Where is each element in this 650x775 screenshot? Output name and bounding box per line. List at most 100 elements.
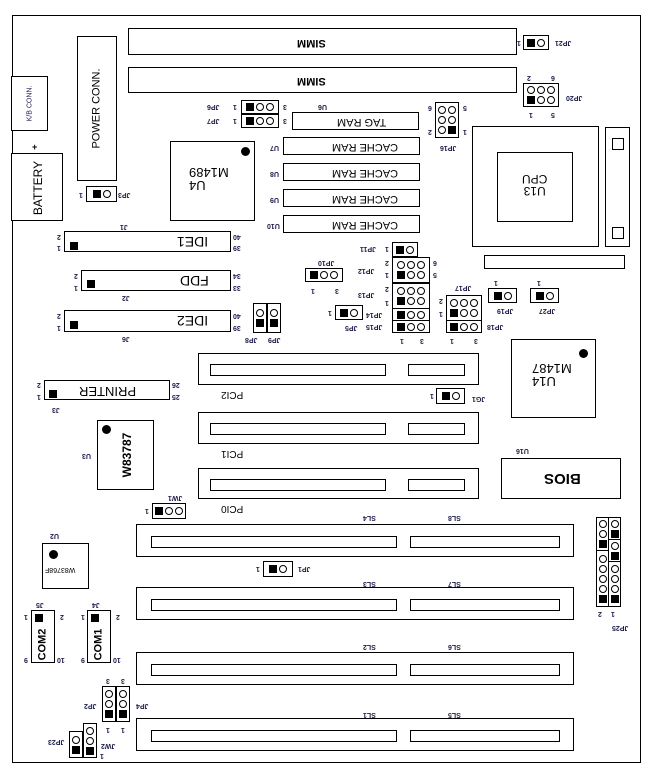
header-label: COM1 <box>92 628 105 661</box>
pin1-square <box>527 38 535 47</box>
jumper-jg1[interactable] <box>436 388 465 404</box>
slot-label: SL7 <box>448 580 461 587</box>
pin-label: 1 <box>439 310 443 317</box>
jumper-jp5[interactable] <box>335 305 363 320</box>
pin-row <box>72 745 80 754</box>
jumper-label: JP3 <box>118 191 131 198</box>
pin-label: 1 <box>311 287 315 294</box>
jumper-jp9[interactable] <box>267 303 281 333</box>
pin-row <box>397 310 425 319</box>
jumper-jp3[interactable] <box>86 186 117 202</box>
cache-ram-label: CACHE RAM <box>332 193 399 205</box>
pin-label: 2 <box>527 74 531 81</box>
pin-label: 2 <box>116 613 120 620</box>
pin-circle <box>270 309 278 317</box>
pin-label: 1 <box>430 392 434 399</box>
pin-label: 1 <box>537 279 541 286</box>
pin-row <box>610 541 619 550</box>
pin-row <box>270 309 278 317</box>
jumper-jp18[interactable] <box>446 320 482 333</box>
pin-label: 1 <box>328 309 332 316</box>
pin-circle <box>438 106 446 114</box>
jumper-jp14[interactable] <box>392 308 430 321</box>
pin-row <box>397 271 425 279</box>
pin-row <box>610 595 619 603</box>
pin-circle <box>438 116 446 124</box>
ide1-header: IDE1 <box>64 231 231 252</box>
pin-circle <box>407 271 415 279</box>
jumper-jp21[interactable] <box>523 35 549 50</box>
jumper-jp20[interactable] <box>523 83 559 107</box>
pin-label: 1 <box>233 103 237 110</box>
jumper-label: JP5 <box>345 324 358 331</box>
pin1-square <box>448 126 456 134</box>
pin-row <box>86 746 94 755</box>
pin1-square <box>610 551 619 560</box>
pin-circle <box>598 530 607 538</box>
pin1-square <box>598 594 607 603</box>
header-label: IDE1 <box>177 234 209 250</box>
pin1-square <box>450 322 458 331</box>
jumper-jp15[interactable] <box>392 320 430 333</box>
pin-label: 5 <box>463 104 467 111</box>
pin-label: 2 <box>385 259 389 266</box>
jumper-jp8[interactable] <box>253 303 267 333</box>
jumper-label: JP12 <box>358 267 375 274</box>
jumper-jw2[interactable] <box>83 723 97 758</box>
pin-label: 2 <box>57 312 61 319</box>
jumper-jp25-block[interactable] <box>608 517 621 540</box>
pin-label: 2 <box>385 285 389 292</box>
pin-label: 39 <box>233 324 241 331</box>
pin-circle <box>460 322 468 331</box>
jumper-jp19[interactable] <box>488 288 517 303</box>
pin1-square <box>155 507 163 515</box>
pin-row <box>256 319 264 327</box>
jumper-jp25-block[interactable] <box>608 539 621 562</box>
pin-label: 9 <box>81 656 85 663</box>
pin-circle <box>119 700 127 708</box>
jumper-jw1[interactable] <box>152 503 186 519</box>
pin-circle <box>537 38 545 47</box>
jumper-jp17[interactable] <box>446 295 482 321</box>
pin-circle <box>105 690 113 698</box>
jumper-jp27[interactable] <box>530 288 559 303</box>
pin-label: 1 <box>145 507 149 514</box>
chip-ref: U13 <box>523 184 546 198</box>
jumper-label: JP1 <box>298 565 311 572</box>
pin-circle <box>102 190 111 198</box>
jumper-jp2[interactable] <box>102 686 116 722</box>
slot-label: SL8 <box>448 514 461 521</box>
jumper-jp7[interactable] <box>241 114 279 128</box>
jumper-jp4[interactable] <box>116 686 130 722</box>
battery-plus-sign: + <box>32 142 38 152</box>
simm-label: SIMM <box>297 75 326 87</box>
pin-circle <box>537 86 545 94</box>
jumper-jp16[interactable] <box>435 102 459 138</box>
chip-model: M1487 <box>532 361 572 376</box>
chip-ref: U7 <box>270 144 279 151</box>
jumper-jp25-block[interactable] <box>608 561 621 607</box>
jumper-jp23[interactable] <box>69 731 83 758</box>
pin-label: 1 <box>385 245 389 252</box>
jumper-jp6[interactable] <box>241 100 279 114</box>
pin-row <box>598 540 607 548</box>
jumper-jp11[interactable] <box>392 242 418 257</box>
jumper-jp13[interactable] <box>392 283 430 309</box>
pin-row <box>450 299 478 307</box>
jumper-jp25-block[interactable] <box>596 550 609 607</box>
jumper-jp25-col1[interactable] <box>608 517 621 607</box>
jumper-jp12[interactable] <box>392 257 430 283</box>
jumper-label: JP9 <box>268 336 281 343</box>
jumper-jp10[interactable] <box>305 268 343 282</box>
pin-row <box>438 106 456 114</box>
pin-label: 1 <box>81 613 85 620</box>
cpu-side-connector <box>605 127 630 247</box>
jumper-label: JP8 <box>245 336 258 343</box>
pin-row <box>310 271 338 279</box>
pin-label: 1 <box>79 191 83 198</box>
tag-ram-chip: TAG RAM <box>292 112 419 130</box>
pin1-square <box>598 540 607 548</box>
pin-circle <box>320 271 328 279</box>
jumper-jp1[interactable] <box>263 561 293 577</box>
